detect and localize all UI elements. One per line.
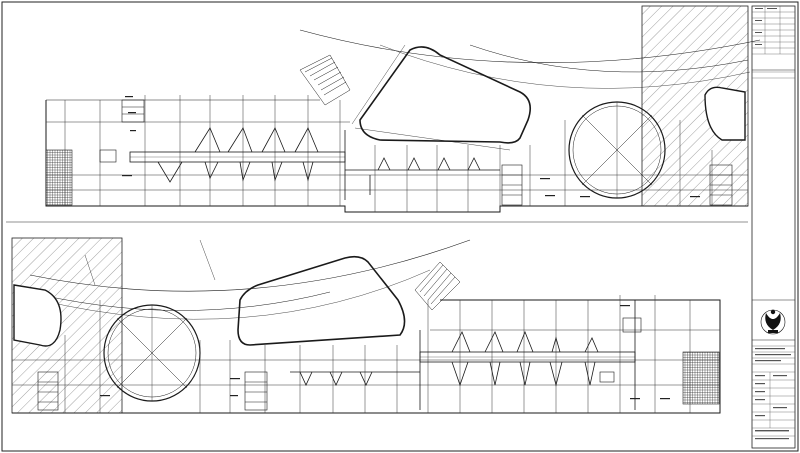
equipment-lower <box>37 317 642 411</box>
stair-upper <box>299 54 351 106</box>
annotation-marks <box>100 96 700 400</box>
company-logo-icon <box>760 309 786 335</box>
upper-floor-plan <box>45 5 761 213</box>
equipment-upper <box>99 99 733 206</box>
duct-run-lower <box>290 300 636 410</box>
lower-floor-plan <box>11 237 721 414</box>
rotunda-upper <box>568 101 666 199</box>
stair-lower <box>414 261 461 311</box>
duct-run-upper <box>129 127 500 200</box>
title-block <box>751 5 796 449</box>
